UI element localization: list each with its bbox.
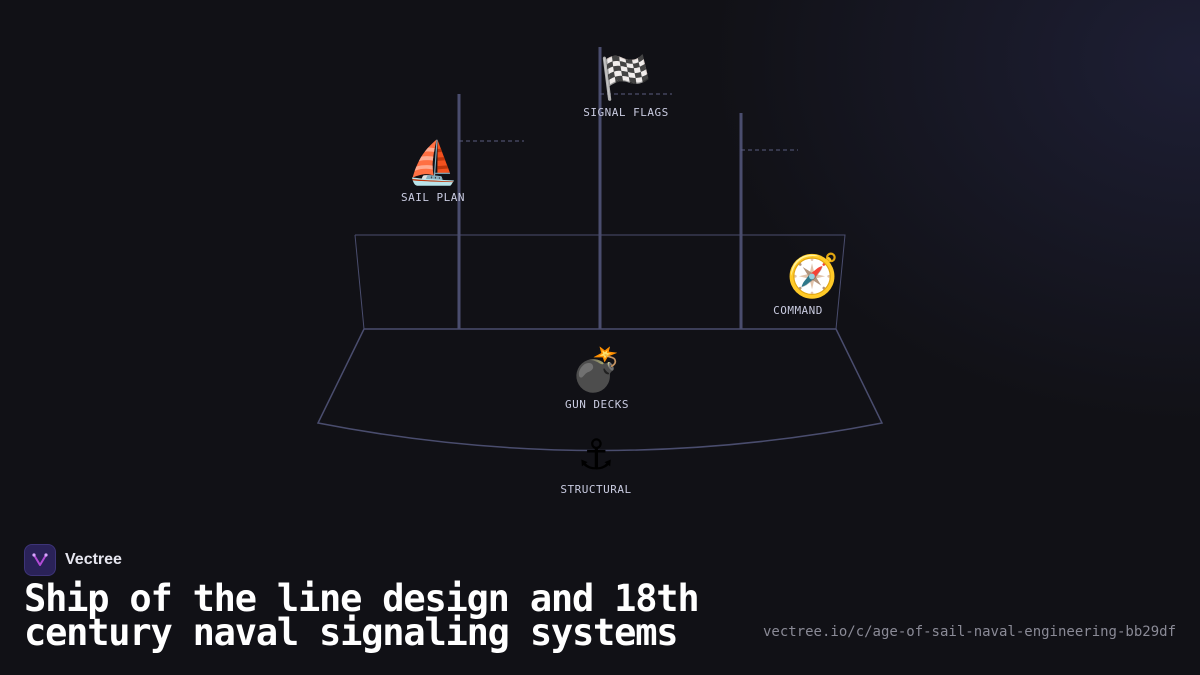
source-url[interactable]: vectree.io/c/age-of-sail-naval-engineeri… xyxy=(762,624,1176,640)
brand-name: Vectree xyxy=(65,551,122,568)
node-signal-flags[interactable]: 🏁 SIGNAL FLAGS xyxy=(583,53,669,120)
node-sail-plan[interactable]: ⛵ SAIL PLAN xyxy=(400,138,466,205)
node-gun-decks[interactable]: 💣 GUN DECKS xyxy=(564,345,630,412)
node-label: SAIL PLAN xyxy=(400,191,466,204)
page-title: Ship of the line design and 18th century… xyxy=(24,577,700,654)
compass-icon: 🧭 xyxy=(786,251,840,300)
node-label: COMMAND xyxy=(773,304,823,317)
sailboat-icon: ⛵ xyxy=(406,138,460,187)
bomb-icon: 💣 xyxy=(570,345,624,394)
node-label: SIGNAL FLAGS xyxy=(583,106,669,119)
upper-deck-outline xyxy=(354,234,846,330)
node-label: STRUCTURAL xyxy=(560,483,632,496)
node-command[interactable]: 🧭 COMMAND xyxy=(757,251,840,318)
anchor-icon: ⚓ xyxy=(577,430,615,479)
node-structural[interactable]: ⚓ STRUCTURAL xyxy=(560,430,632,497)
node-label: GUN DECKS xyxy=(564,398,630,411)
hull-outline xyxy=(316,328,884,452)
vectree-logo-icon xyxy=(24,544,56,576)
checkered-flag-icon: 🏁 xyxy=(599,53,653,102)
brand[interactable]: Vectree xyxy=(24,544,122,576)
